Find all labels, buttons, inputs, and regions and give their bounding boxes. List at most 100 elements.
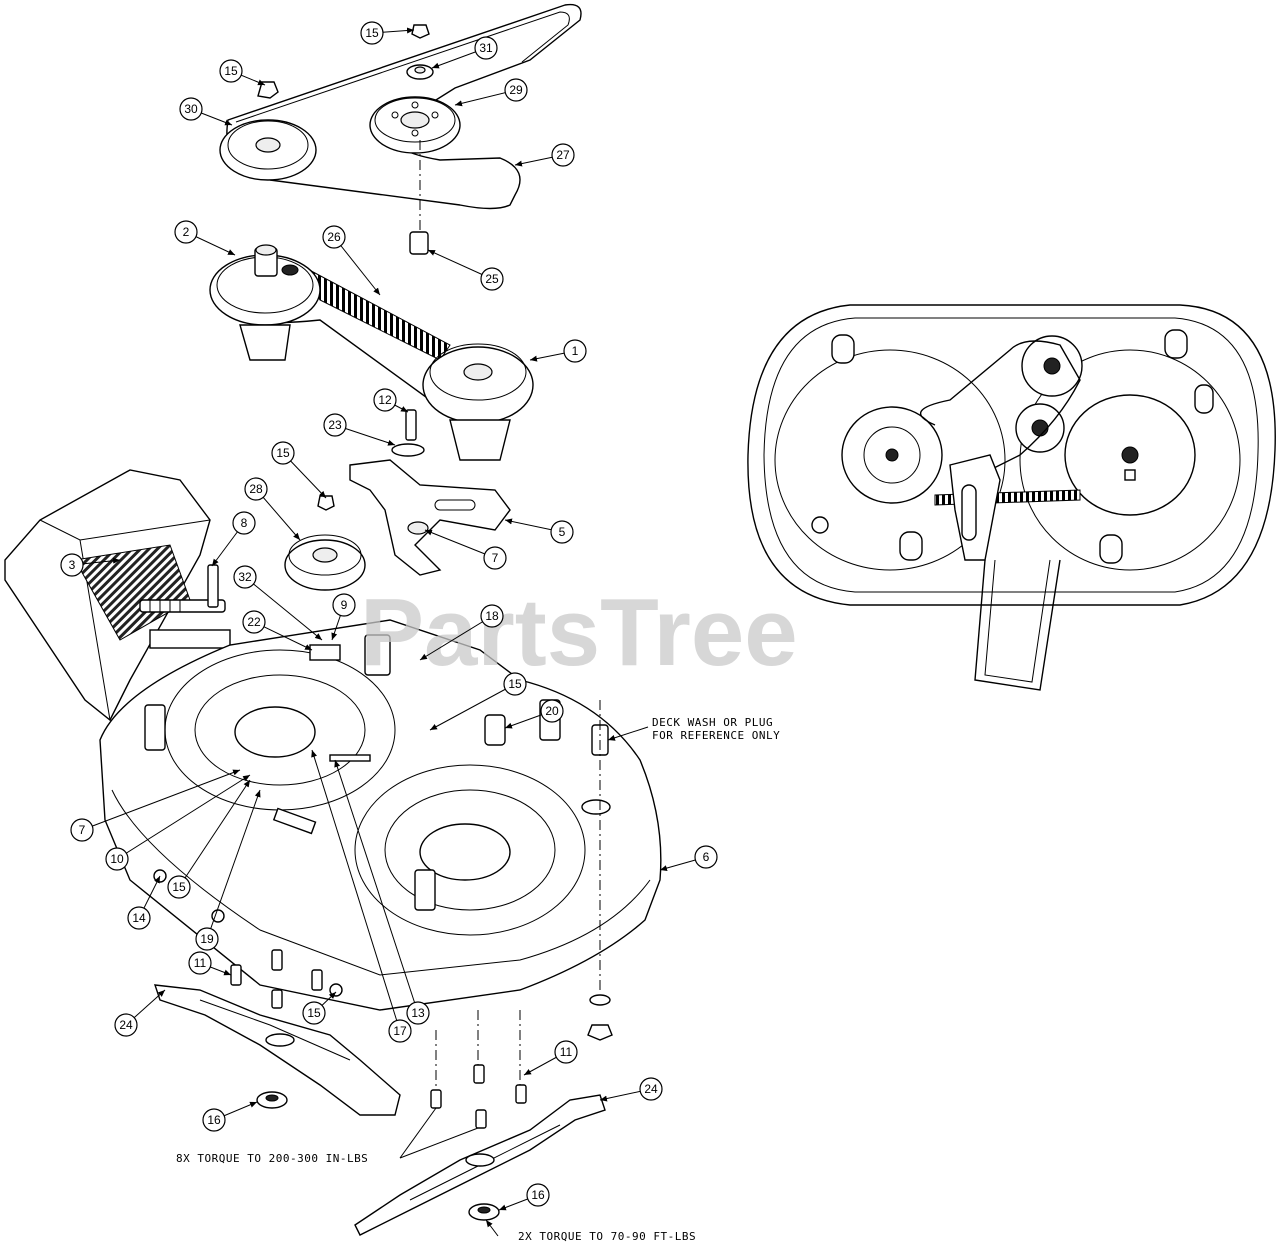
callout-23: 23 bbox=[323, 413, 396, 446]
callout-9: 9 bbox=[331, 593, 356, 641]
callout-leader bbox=[419, 615, 493, 661]
callout-circle bbox=[114, 1013, 138, 1037]
callout-label: 13 bbox=[411, 1006, 425, 1020]
callout-27: 27 bbox=[514, 143, 575, 167]
callout-15: 15 bbox=[219, 59, 266, 86]
callout-label: 15 bbox=[365, 26, 379, 40]
callout-circle bbox=[232, 511, 256, 535]
callout-label: 11 bbox=[560, 1045, 573, 1059]
callout-label: 17 bbox=[393, 1024, 407, 1038]
watermark: PartsTree bbox=[360, 579, 798, 686]
callout-16: 16 bbox=[202, 1101, 258, 1132]
callout-5: 5 bbox=[504, 518, 574, 544]
callout-18: 18 bbox=[419, 604, 504, 661]
callout-label: 10 bbox=[110, 852, 124, 866]
callout-1: 1 bbox=[529, 339, 587, 363]
callout-circle bbox=[360, 21, 384, 45]
callout-label: 31 bbox=[479, 41, 493, 55]
callout-leader bbox=[424, 529, 496, 559]
callout-32: 32 bbox=[233, 565, 323, 641]
callout-11: 11 bbox=[523, 1040, 578, 1076]
callout-circle bbox=[202, 1108, 226, 1132]
callout-label: 18 bbox=[485, 609, 499, 623]
callout-circle bbox=[504, 78, 528, 102]
callout-30: 30 bbox=[179, 97, 233, 126]
callout-7: 7 bbox=[70, 769, 241, 842]
callout-circle bbox=[480, 267, 504, 291]
callout-circle bbox=[550, 520, 574, 544]
callout-circle bbox=[474, 36, 498, 60]
callout-leader bbox=[244, 576, 323, 641]
callout-label: 20 bbox=[545, 704, 559, 718]
callout-label: 1 bbox=[572, 344, 579, 358]
callout-8: 8 bbox=[211, 511, 256, 567]
callout-label: 7 bbox=[492, 551, 499, 565]
callout-22: 22 bbox=[242, 610, 313, 651]
callout-26: 26 bbox=[322, 225, 381, 296]
spindle-assembly bbox=[209, 244, 534, 461]
callout-label: 5 bbox=[559, 525, 566, 539]
callout-17: 17 bbox=[311, 749, 412, 1043]
blade-nut-torque-note: 2X TORQUE TO 70-90 FT-LBS bbox=[518, 1230, 696, 1243]
callout-label: 15 bbox=[172, 880, 186, 894]
callout-10: 10 bbox=[105, 774, 251, 871]
callout-label: 2 bbox=[183, 225, 190, 239]
callout-circle bbox=[526, 1183, 550, 1207]
callout-15: 15 bbox=[167, 779, 251, 899]
callout-label: 24 bbox=[119, 1018, 133, 1032]
callout-15: 15 bbox=[271, 441, 327, 499]
callout-label: 9 bbox=[341, 598, 348, 612]
callout-circle bbox=[406, 1001, 430, 1025]
callout-19: 19 bbox=[195, 789, 261, 951]
callout-28: 28 bbox=[244, 477, 301, 541]
idler-pulley-28 bbox=[284, 534, 366, 591]
callout-circle bbox=[373, 388, 397, 412]
idler-bracket-5 bbox=[317, 459, 511, 576]
callout-circle bbox=[503, 672, 527, 696]
callout-label: 27 bbox=[556, 148, 570, 162]
callout-6: 6 bbox=[659, 845, 718, 871]
callout-circle bbox=[195, 927, 219, 951]
callout-label: 15 bbox=[224, 64, 238, 78]
callout-25: 25 bbox=[427, 249, 504, 291]
callout-7: 7 bbox=[424, 529, 507, 570]
callout-31: 31 bbox=[431, 36, 498, 69]
timing-belt-26 bbox=[298, 263, 451, 361]
blade-bolt-torque-note: 8X TORQUE TO 200-300 IN-LBS bbox=[176, 1152, 368, 1165]
callout-circle bbox=[551, 143, 575, 167]
callout-15: 15 bbox=[360, 21, 415, 45]
notes: DECK WASH OR PLUG FOR REFERENCE ONLY 8X … bbox=[176, 716, 780, 1243]
callout-circle bbox=[70, 818, 94, 842]
callout-3: 3 bbox=[60, 553, 121, 577]
callout-circle bbox=[694, 845, 718, 869]
callout-circle bbox=[483, 546, 507, 570]
callout-11: 11 bbox=[188, 951, 232, 976]
callout-circle bbox=[271, 441, 295, 465]
callout-circle bbox=[167, 875, 191, 899]
callout-24: 24 bbox=[599, 1077, 663, 1102]
callout-16: 16 bbox=[498, 1183, 550, 1211]
deck-wash-note-line1: DECK WASH OR PLUG bbox=[652, 716, 773, 729]
callout-circle bbox=[233, 565, 257, 589]
callout-12: 12 bbox=[373, 388, 409, 413]
callout-label: 32 bbox=[238, 570, 252, 584]
callout-circle bbox=[540, 699, 564, 723]
callout-label: 26 bbox=[327, 230, 341, 244]
callout-bubbles: 1235677891011111213141515151515151616171… bbox=[60, 21, 718, 1211]
callout-label: 16 bbox=[207, 1113, 221, 1127]
lower-hardware bbox=[153, 869, 527, 1129]
callout-label: 15 bbox=[307, 1006, 321, 1020]
callout-circle bbox=[219, 59, 243, 83]
callout-label: 22 bbox=[247, 615, 261, 629]
deck-housing bbox=[99, 619, 662, 1011]
deck-wash-note-line2: FOR REFERENCE ONLY bbox=[652, 729, 780, 742]
callout-circle bbox=[127, 906, 151, 930]
callout-label: 15 bbox=[508, 677, 522, 691]
blade-24-right bbox=[354, 1094, 606, 1236]
callout-leader bbox=[116, 774, 251, 860]
belt-cover-3 bbox=[4, 469, 231, 722]
callout-label: 30 bbox=[184, 102, 198, 116]
callout-circle bbox=[639, 1077, 663, 1101]
callout-label: 7 bbox=[79, 823, 86, 837]
mower-deck-6 bbox=[99, 619, 662, 1090]
